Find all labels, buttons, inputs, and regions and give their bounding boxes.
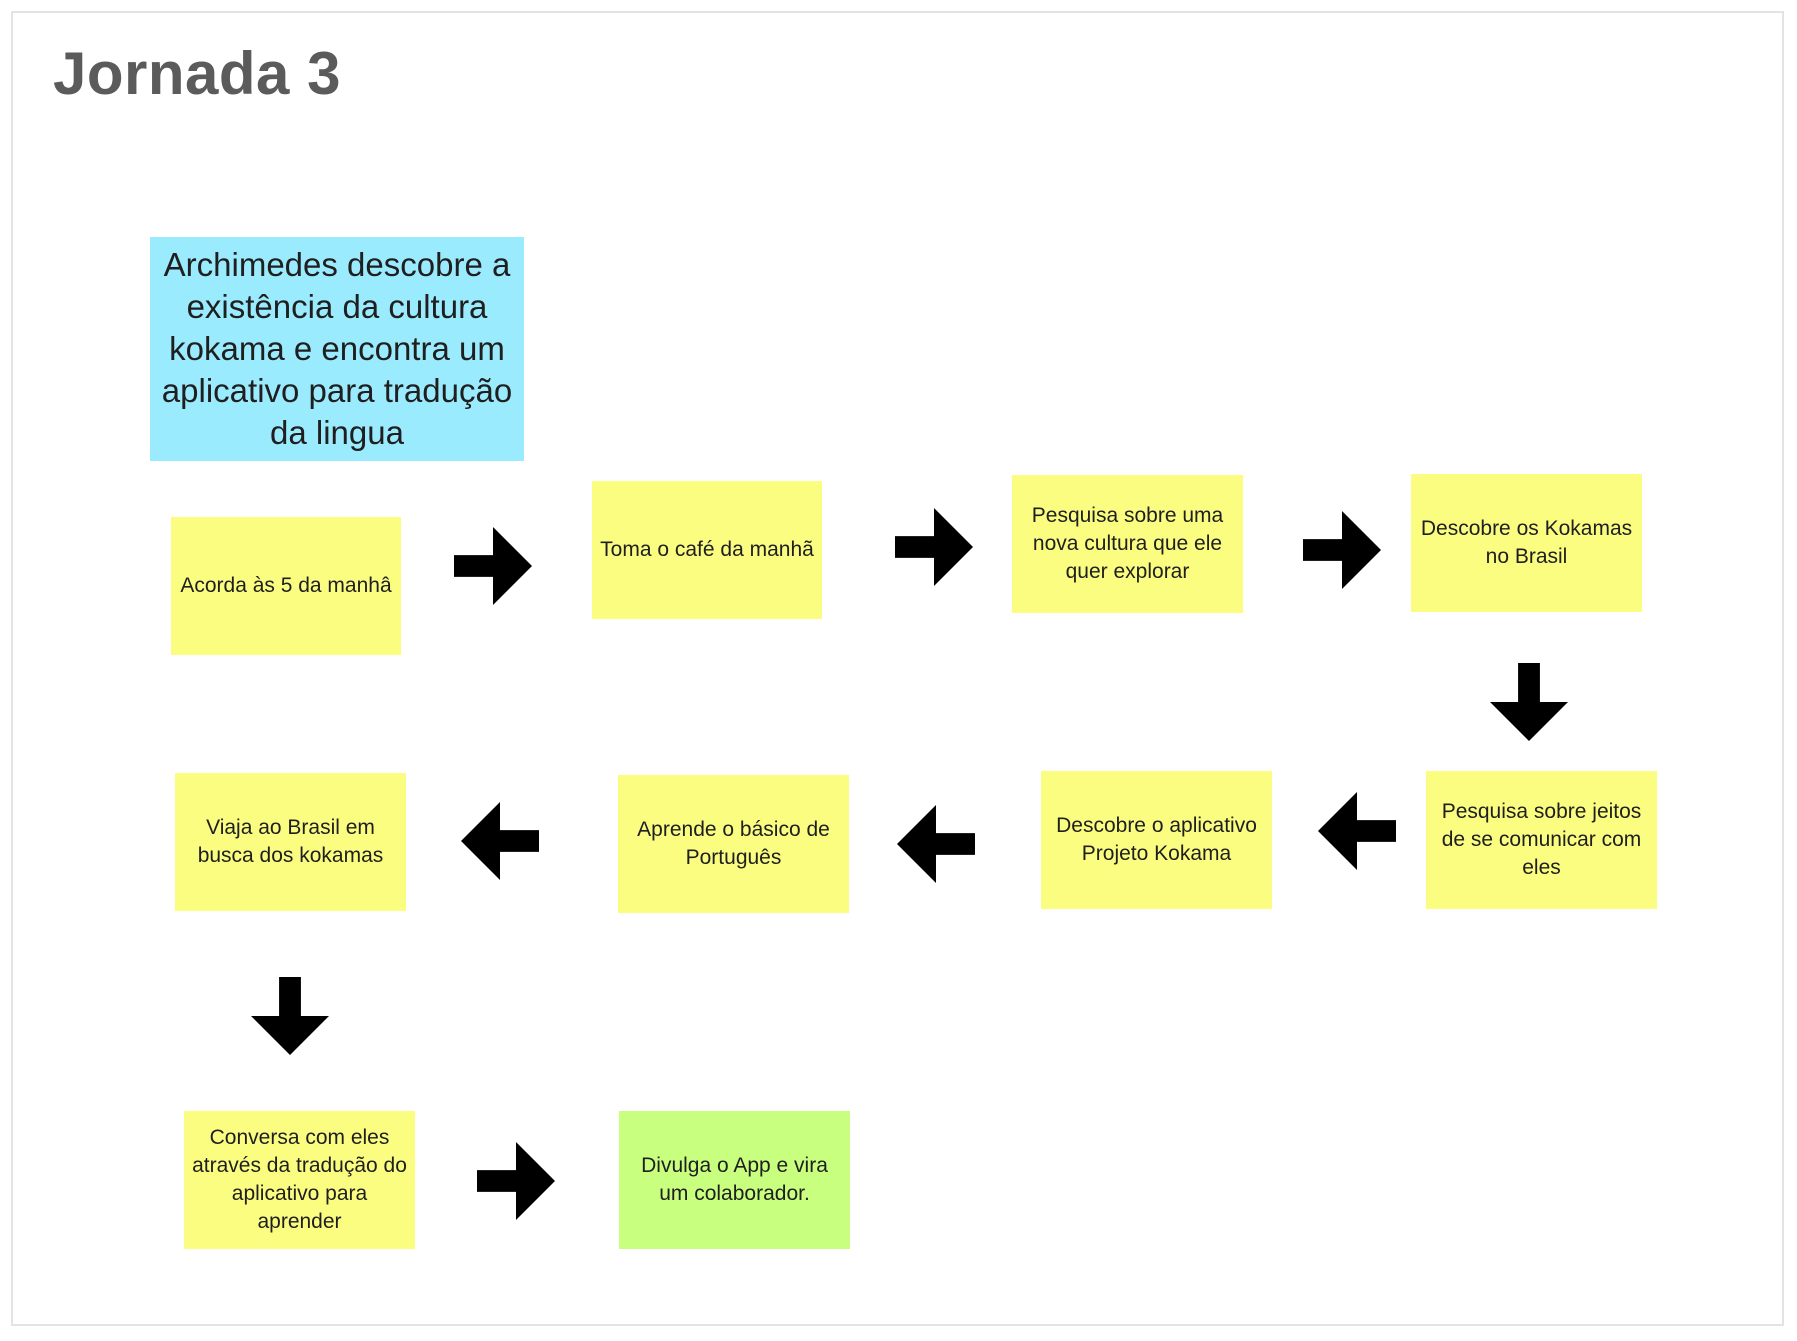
step-note-5[interactable]: Pesquisa sobre jeitos de se comunicar co… <box>1426 771 1657 909</box>
arrow-right-icon <box>477 1142 555 1220</box>
step-note-7[interactable]: Aprende o básico de Português <box>618 775 849 913</box>
whiteboard-canvas: Jornada 3 Archimedes descobre a existênc… <box>11 11 1784 1326</box>
arrow-left-icon <box>897 805 975 883</box>
step-note-9[interactable]: Conversa com eles através da tradução do… <box>184 1111 415 1249</box>
arrow-right-icon <box>895 508 973 586</box>
step-note-1[interactable]: Acorda às 5 da manhâ <box>171 517 401 655</box>
step-note-4[interactable]: Descobre os Kokamas no Brasil <box>1411 474 1642 612</box>
header-note[interactable]: Archimedes descobre a existência da cult… <box>150 237 524 461</box>
arrow-left-icon <box>461 802 539 880</box>
step-note-8[interactable]: Viaja ao Brasil em busca dos kokamas <box>175 773 406 911</box>
step-note-2[interactable]: Toma o café da manhã <box>592 481 822 619</box>
step-note-6[interactable]: Descobre o aplicativo Projeto Kokama <box>1041 771 1272 909</box>
arrow-right-icon <box>1303 511 1381 589</box>
board-title: Jornada 3 <box>53 40 341 107</box>
arrow-down-icon <box>1490 663 1568 741</box>
arrow-left-icon <box>1318 792 1396 870</box>
arrow-right-icon <box>454 527 532 605</box>
final-step-note[interactable]: Divulga o App e vira um colaborador. <box>619 1111 850 1249</box>
step-note-3[interactable]: Pesquisa sobre uma nova cultura que ele … <box>1012 475 1243 613</box>
arrow-down-icon <box>251 977 329 1055</box>
